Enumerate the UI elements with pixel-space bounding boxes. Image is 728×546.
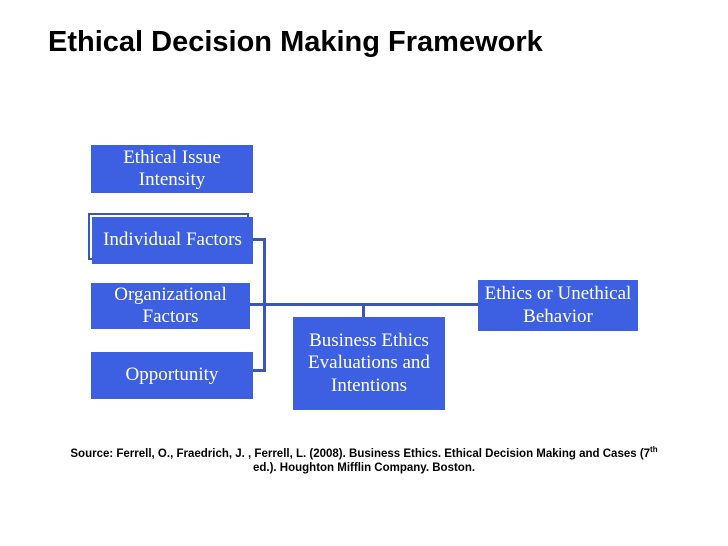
source-superscript: th [650, 445, 658, 455]
connector-business-ethics-tick [362, 303, 365, 318]
box-label: Opportunity [125, 364, 219, 386]
slide-title: Ethical Decision Making Framework [48, 26, 543, 58]
source-citation: Source: Ferrell, O., Fraedrich, J. , Fer… [0, 445, 728, 475]
box-business-ethics-evaluations: Business Ethics Evaluations and Intentio… [293, 317, 445, 410]
connector-opportunity-elbow [252, 369, 266, 372]
box-opportunity: Opportunity [91, 352, 253, 399]
box-label: Business Ethics Evaluations and Intentio… [308, 329, 430, 396]
source-line2: ed.). Houghton Mifflin Company. Boston. [252, 462, 476, 474]
source-line1: Source: Ferrell, O., Fraedrich, J. , Fer… [70, 448, 651, 460]
box-ethics-or-unethical-behavior: Ethics or Unethical Behavior [478, 280, 638, 331]
box-label: Individual Factors [103, 229, 242, 251]
box-individual-factors: Individual Factors [92, 217, 253, 264]
box-organizational-factors: Organizational Factors [91, 283, 250, 329]
box-label: Ethical Issue Intensity [123, 146, 221, 190]
box-ethical-issue-intensity: Ethical Issue Intensity [91, 145, 253, 193]
box-label: Organizational Factors [114, 283, 227, 327]
connector-individual-elbow [252, 238, 266, 241]
box-label: Ethics or Unethical Behavior [484, 283, 632, 327]
